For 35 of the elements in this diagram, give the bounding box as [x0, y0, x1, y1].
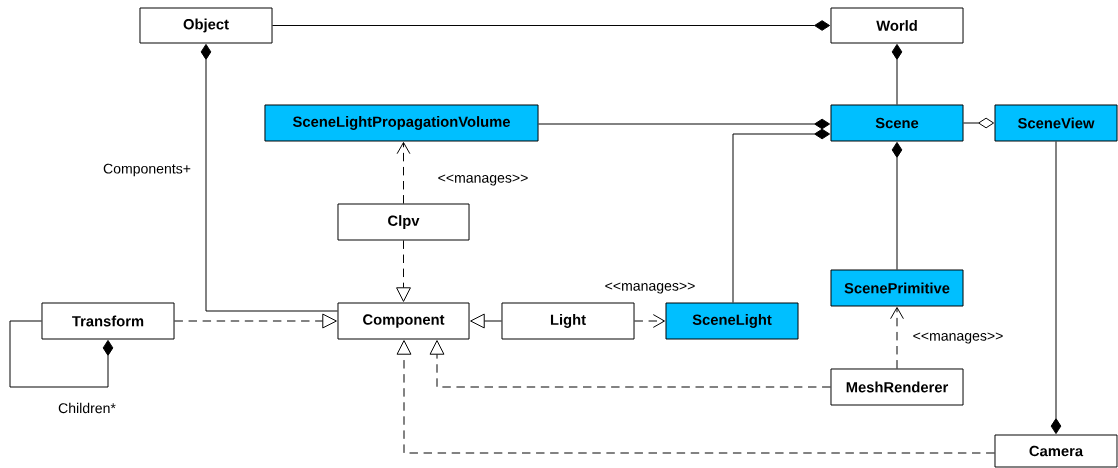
class-box: SceneLight [665, 302, 799, 340]
dependency-arrow [174, 313, 337, 329]
class-box: ScenePrimitive [830, 269, 964, 307]
class-box: Component [337, 302, 470, 340]
class-box: SceneLightPropagationVolume [264, 104, 539, 142]
dependency-arrow [429, 340, 831, 388]
class-box: Light [501, 302, 635, 340]
class-box: Transform [41, 302, 175, 340]
class-box: Object [139, 7, 273, 44]
class-box: Clpv [337, 203, 470, 241]
association-line [9, 320, 114, 388]
dependency-arrow [634, 314, 665, 328]
association-line [891, 141, 903, 270]
class-box: SceneView [994, 104, 1118, 142]
association-line [1050, 141, 1062, 435]
edge-label: <<manages>> [913, 332, 1003, 344]
association-line [200, 43, 338, 312]
class-box: Scene [830, 104, 964, 142]
association-line [891, 43, 903, 105]
dependency-arrow [890, 307, 904, 369]
association-line [538, 118, 831, 130]
dependency-arrow [396, 340, 995, 454]
edge-label: Components+ [103, 163, 191, 177]
class-box: Camera [994, 434, 1118, 468]
edge-label: Children* [58, 402, 116, 414]
edge-label: <<manages>> [605, 282, 695, 294]
association-line [732, 128, 831, 303]
class-box: World [830, 7, 964, 44]
class-box: MeshRenderer [830, 368, 964, 406]
edge-label: <<manages>> [438, 174, 528, 186]
association-line [272, 20, 831, 31]
association-line [963, 117, 995, 129]
generalization-arrow [470, 313, 502, 329]
dependency-arrow [396, 142, 411, 204]
dependency-arrow [396, 240, 411, 302]
